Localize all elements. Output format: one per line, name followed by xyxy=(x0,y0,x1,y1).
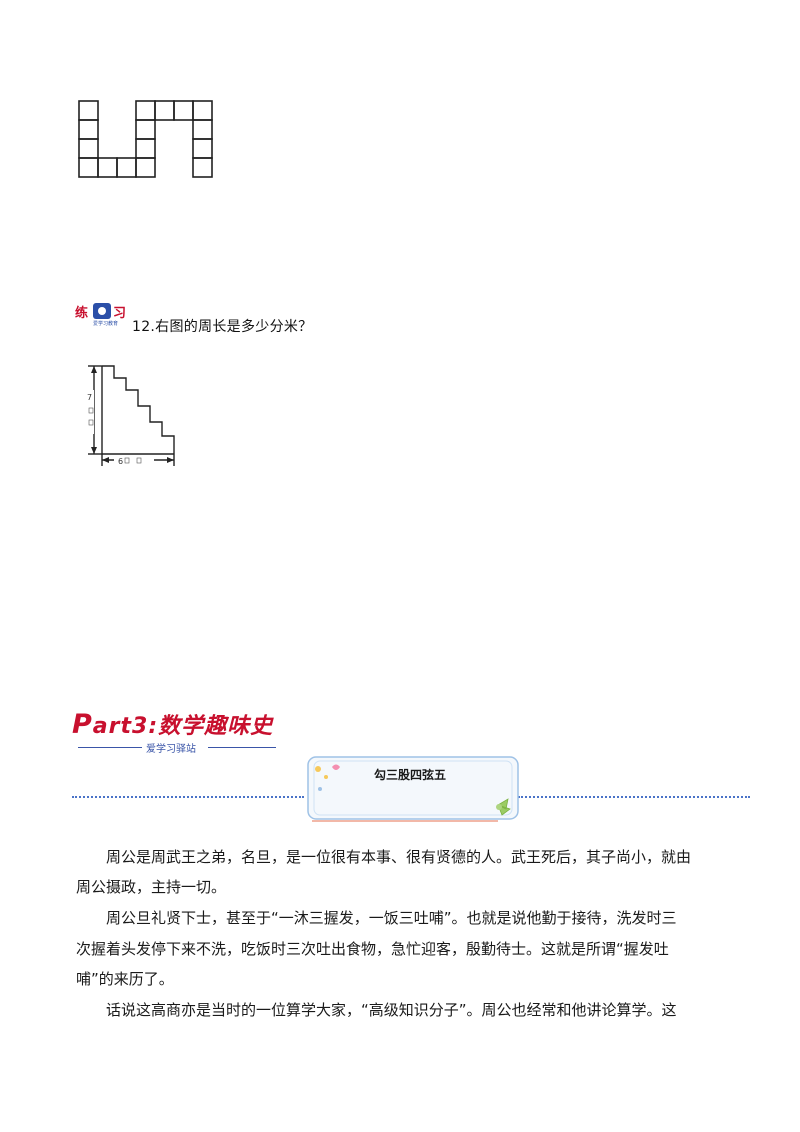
practice-badge: 练 习 爱学习教育 xyxy=(73,301,131,327)
svg-text:练: 练 xyxy=(75,305,88,321)
story-title-banner: 勾三股四弦五 xyxy=(302,755,524,829)
question-12: 12.右图的周长是多少分米？ xyxy=(132,319,313,335)
story-line-3: 周公旦礼贤下士，甚至于“一沐三握发，一饭三吐哺”。也就是说他勤于接待，洗发时三 xyxy=(106,909,677,927)
part3-title: Part3:数学趣味史 xyxy=(72,709,274,740)
story-line-5: 哺”的来历了。 xyxy=(76,970,174,988)
svg-text:习: 习 xyxy=(113,306,126,321)
story-line-1: 周公是周武王之弟，名旦，是一位很有本事、很有贤德的人。武王死后，其子尚小，就由 xyxy=(106,848,692,866)
banner-frame-icon xyxy=(307,756,519,822)
stair-width-label: 6 xyxy=(118,457,123,466)
practice-logo-icon: 练 习 爱学习教育 xyxy=(75,303,126,327)
dotted-divider-left xyxy=(72,796,304,798)
story-line-2: 周公摄政，主持一切。 xyxy=(76,878,227,896)
stair-height-label: 7 xyxy=(87,393,92,402)
svg-text:爱学习教育: 爱学习教育 xyxy=(93,320,118,327)
divider xyxy=(78,747,142,748)
story-line-4: 次握着头发停下来不洗，吃饭时三次吐出食物，急忙迎客，殷勤待士。这就是所谓“握发吐 xyxy=(76,940,669,958)
part3-header: Part3:数学趣味史 爱学习驿站 xyxy=(72,706,312,756)
dotted-divider-right xyxy=(518,796,750,798)
staircase-figure: 7 6 xyxy=(86,365,175,466)
divider xyxy=(208,747,276,748)
part3-subtitle: 爱学习驿站 xyxy=(146,744,196,755)
story-line-6: 话说这高商亦是当时的一位算学大家，“高级知识分子”。周公也经常和他讲论算学。这 xyxy=(106,1001,677,1019)
square-grid-figure xyxy=(78,100,213,178)
banner-title: 勾三股四弦五 xyxy=(373,768,446,782)
